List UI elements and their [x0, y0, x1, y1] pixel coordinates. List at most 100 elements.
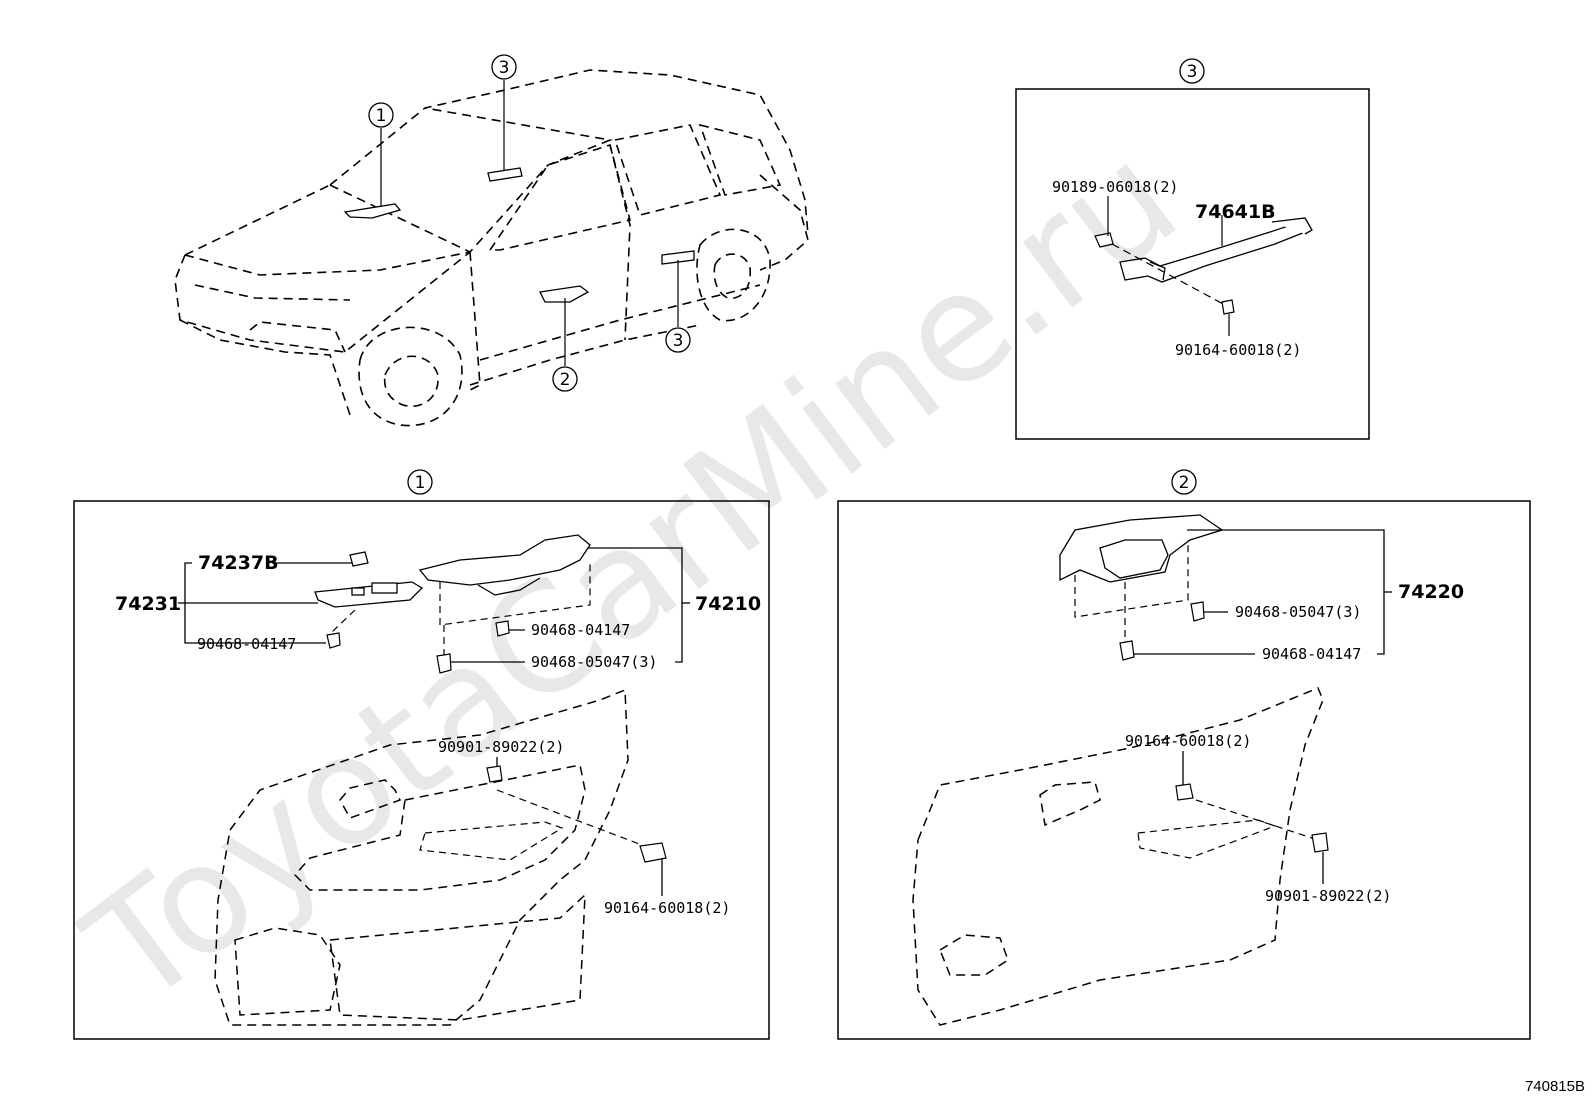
part-label-screw-1: 90164-60018(2) [604, 899, 730, 917]
dash-clip-a [331, 609, 356, 633]
part-label-screw-3: 90164-60018(2) [1175, 341, 1301, 359]
pull-handle-74220 [1059, 514, 1224, 583]
panel-1-dashes [331, 560, 656, 861]
door-handle-marker [539, 285, 590, 303]
roof-outline [329, 69, 809, 236]
panel-2-brackets [1133, 529, 1392, 884]
armrest-shape [293, 764, 586, 891]
clip-b-icon-2 [1119, 640, 1135, 661]
armrest-body [418, 534, 591, 586]
callout-2-label: 2 [560, 370, 571, 390]
vehicle-parts [343, 167, 695, 303]
handle-projection [1074, 540, 1189, 618]
door-trim-1-outline [214, 688, 629, 1026]
part-label-nut-2: 90901-89022(2) [1265, 887, 1391, 905]
front-window [488, 143, 631, 251]
inner-handle-pocket-2 [1039, 781, 1101, 827]
nut-icon-2 [1311, 832, 1329, 853]
screw-icon-1 [639, 842, 667, 863]
switch-base [314, 551, 424, 608]
clip-c-icon [436, 653, 452, 674]
callout-circle-1 [368, 102, 394, 128]
front-hub [383, 355, 439, 407]
panel-2-clips [1119, 601, 1329, 853]
figure-code: 740815B [1525, 1078, 1585, 1095]
grille-line [194, 284, 351, 301]
callout-1-label: 1 [376, 106, 387, 126]
dash-screw-1 [496, 789, 656, 851]
part-label-74220: 74220 [1398, 581, 1464, 603]
clip-a-icon-2 [1190, 601, 1205, 622]
overview-leaders [380, 80, 679, 366]
hood-outline [174, 184, 471, 353]
vehicle-overview [174, 69, 809, 427]
panel-2: 2 [837, 469, 1531, 1040]
assist-grip-end [1271, 217, 1313, 235]
part-label-74231: 74231 [115, 593, 181, 615]
callout-3-roof-label: 3 [499, 58, 510, 78]
panel-2-frame [837, 500, 1531, 1040]
assist-grip-mount [1149, 261, 1166, 281]
panel-1-frame [73, 500, 770, 1040]
overview-callouts: 1 3 2 3 [368, 54, 691, 392]
armrest-cup [477, 577, 541, 596]
panel-2-title-circle [1171, 469, 1197, 495]
lock-switch [351, 587, 365, 596]
callout-circle-3-roof [491, 54, 517, 80]
pull-handle-cup [1099, 539, 1169, 579]
panel-1-brackets [178, 547, 690, 896]
tailgate-line [759, 174, 809, 271]
panel-3-title-circle [1179, 58, 1205, 84]
mount-projection-2 [1137, 819, 1277, 859]
dash-nut-2 [1195, 799, 1319, 841]
callout-3-rear-label: 3 [673, 331, 684, 351]
bracket-74220 [1187, 529, 1385, 655]
bracket-74210 [588, 547, 683, 663]
screw-part-3 [1221, 299, 1235, 315]
rear-hub [713, 253, 751, 299]
panel-2-dashes [1074, 540, 1319, 859]
part-label-74210: 74210 [695, 593, 761, 615]
switch-base-body [314, 581, 424, 608]
panel-3-title: 3 [1187, 62, 1198, 82]
nut-icon-1 [486, 765, 503, 783]
switch-base-marker [343, 203, 402, 219]
inner-handle-pocket [339, 779, 402, 819]
windshield-outline [329, 107, 613, 253]
part-label-screw-2: 90164-60018(2) [1125, 732, 1251, 750]
screw-icon-2 [1175, 783, 1194, 801]
callout-circle-2 [552, 366, 578, 392]
panel-2-title: 2 [1179, 473, 1190, 493]
part-label-cap: 90189-06018(2) [1052, 178, 1178, 196]
sill-line [469, 324, 701, 386]
mount-projection [419, 821, 564, 861]
panel-1-title-circle [407, 469, 433, 495]
part-label-clip-c-1: 90468-05047(3) [531, 653, 657, 671]
callout-circle-3-rear [665, 327, 691, 353]
part-label-nut-1: 90901-89022(2) [438, 738, 564, 756]
rear-window [613, 124, 722, 216]
panel-3-frame [1015, 88, 1370, 440]
hood-crease [184, 251, 471, 276]
screw-icon-3 [1221, 299, 1235, 315]
panel-1-title: 1 [415, 473, 426, 493]
switch-cap-74237B [349, 551, 369, 567]
part-label-74641B: 74641B [1195, 201, 1276, 223]
speaker-pocket-2 [939, 934, 1009, 976]
part-label-clip-a-1: 90468-04147 [197, 635, 296, 653]
front-wheel [358, 326, 463, 427]
a-pillar-line [469, 251, 481, 391]
clip-a-icon [326, 632, 341, 649]
rocker-line [479, 284, 761, 361]
panel-3-leaders [1107, 196, 1230, 336]
headlamp [249, 321, 346, 353]
assist-grip [1119, 217, 1313, 283]
speaker-pocket-1 [234, 927, 341, 1016]
dash-cap [1111, 243, 1226, 306]
roof-handle-marker [487, 167, 523, 182]
clip-b-icon [495, 620, 510, 637]
part-label-clip-b-2: 90468-04147 [1262, 645, 1361, 663]
quarter-window [698, 123, 782, 196]
window-switch [371, 582, 398, 594]
